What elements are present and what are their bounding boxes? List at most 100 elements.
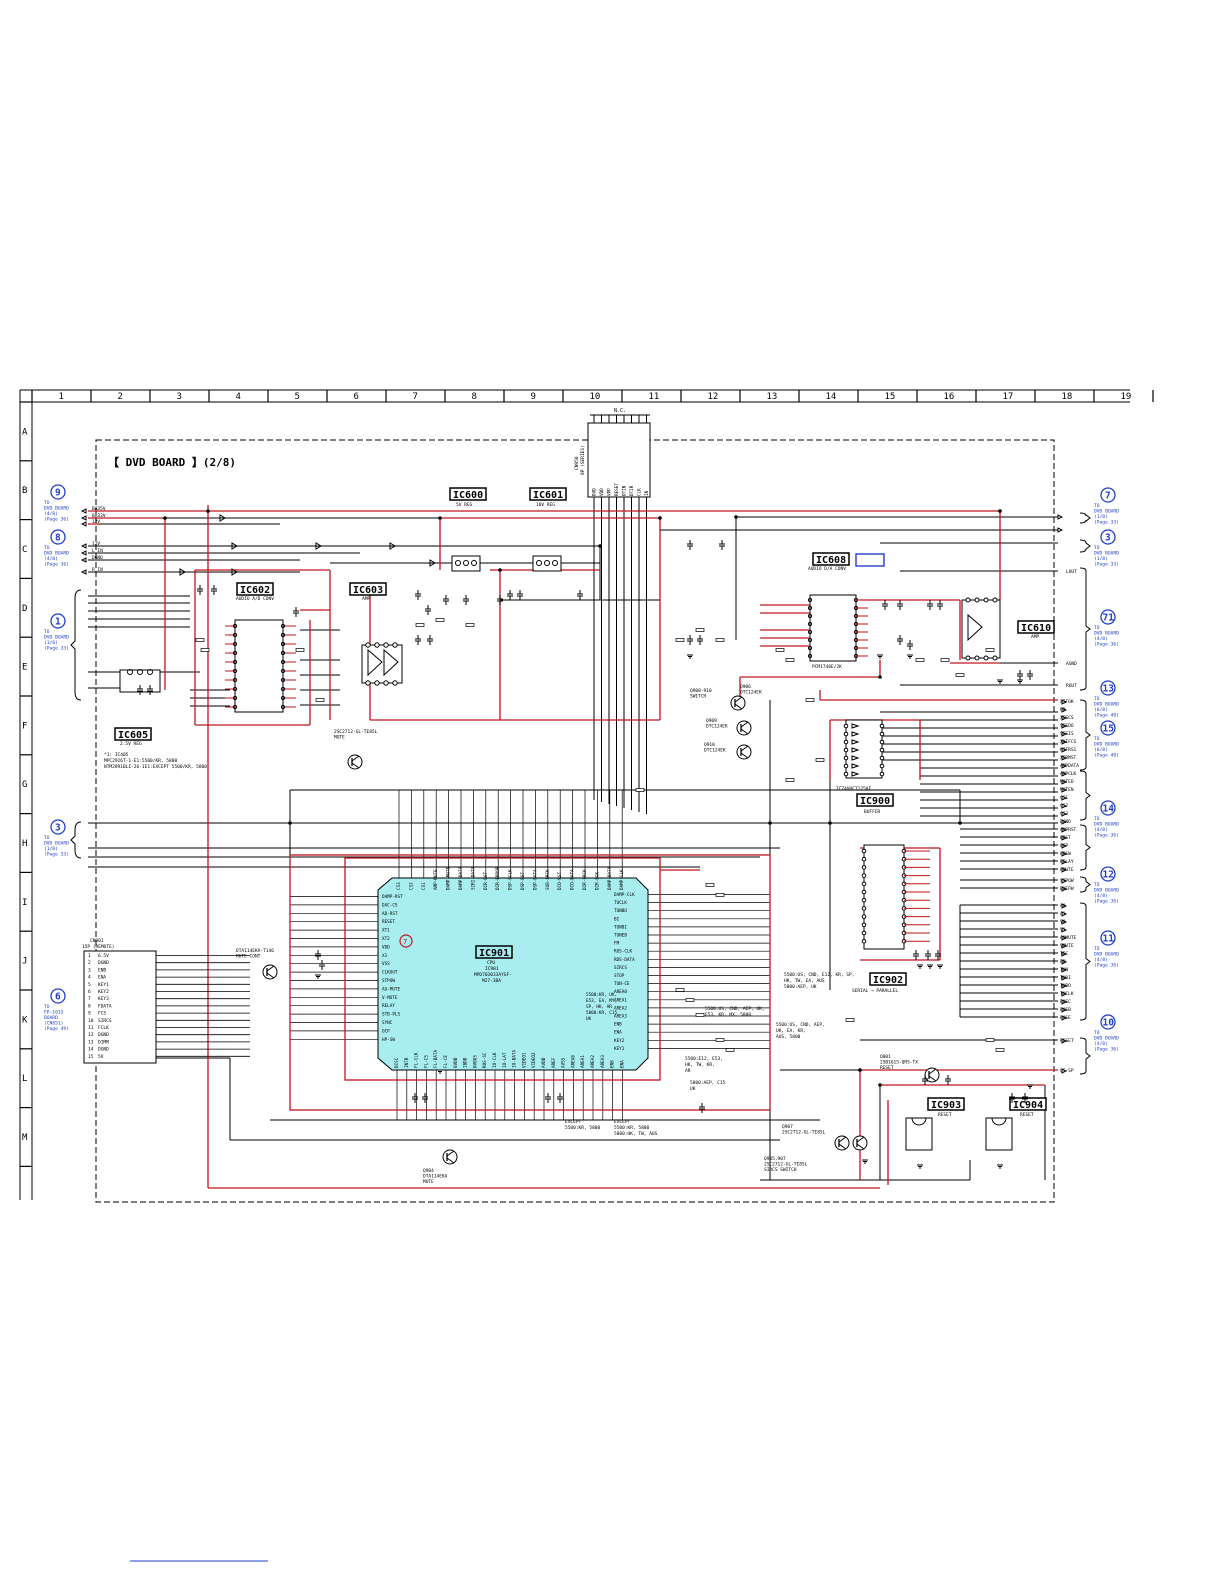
- left-signal-arrow: [80, 508, 87, 514]
- transistor-emitter: [928, 1075, 937, 1082]
- left-connector-line: (4/8): [44, 511, 58, 517]
- right-connector-line: DVD BOARD: [1094, 509, 1119, 515]
- cn901-pin-number: 1: [88, 953, 91, 959]
- right-connector-number: 11: [1103, 934, 1115, 945]
- ic902-pin: [861, 881, 867, 887]
- right-signal-label: FM: [1060, 959, 1066, 965]
- ic610-pin: [974, 655, 980, 661]
- transistor-label: MUTE: [334, 735, 345, 741]
- right-connector-line: TO: [1094, 1030, 1100, 1036]
- ic901-right-pin-label: RDS-DATA: [614, 957, 635, 963]
- cn950-pin-label: CLK: [637, 488, 643, 496]
- resistor: [715, 638, 725, 642]
- cn901-pin-name: 6.5V: [98, 953, 109, 959]
- brace: [1079, 824, 1091, 871]
- ic602-pin-dot: [280, 668, 286, 674]
- svg-text:5500:US, CND, AEP, UK,: 5500:US, CND, AEP, UK,: [705, 1006, 765, 1012]
- ic901-bottom-pin-label: FL-CS: [423, 1055, 429, 1068]
- right-connector-line: TO: [1094, 946, 1100, 952]
- right-signal-arrow: [1061, 731, 1068, 737]
- right-connector-circle: [1100, 487, 1116, 503]
- ic901-left-pin-label: DAC-CS: [382, 902, 398, 908]
- ic605-label: IC605: [118, 730, 148, 741]
- right-connector-number: 7: [1105, 491, 1111, 502]
- ic610-pin: [992, 597, 998, 603]
- right-connector-number: 10: [1103, 1018, 1115, 1029]
- row-label: E: [22, 663, 27, 673]
- ic602-pin-dot: [232, 632, 238, 638]
- transistor-label: SWITCH: [690, 694, 707, 700]
- cn901-pin-number: 14: [88, 1047, 94, 1053]
- ic602-pin-dot: [232, 704, 238, 710]
- ic902-pin: [861, 848, 867, 854]
- ic902-pin: [861, 856, 867, 862]
- resistor: [435, 618, 445, 622]
- transistor-label: Q906: [740, 684, 751, 690]
- ic901-left-pin-label: AU-MUTE: [382, 986, 401, 992]
- except-note-1: EXCEPT 5500:KR, 5800 5800:HK, TW, AUS: [614, 1119, 658, 1137]
- ic900-buffer-gate: [851, 755, 860, 761]
- transistor-emitter: [740, 752, 749, 759]
- transistor-collector: [266, 965, 275, 972]
- brace: [1079, 770, 1091, 821]
- right-signal-arrow: [1061, 859, 1068, 865]
- ic610-pin: [974, 597, 980, 603]
- ic602-pin-dot: [232, 650, 238, 656]
- transistor-label: DTA114EKA: [423, 1174, 448, 1180]
- left-connector-circle: [50, 819, 66, 835]
- right-connector-line: (4/8): [1094, 636, 1108, 642]
- right-connector-line: (4/8): [1094, 827, 1108, 833]
- ic901-left-pin-label: X1: [382, 953, 388, 959]
- cn950-pin-label: DVD: [592, 488, 598, 496]
- cn901-pin-number: 2: [88, 960, 91, 966]
- resistor: [195, 638, 205, 642]
- ic901-top-pin-label: DIR-LRCK: [582, 869, 588, 890]
- right-connector-line: (6/8): [1094, 747, 1108, 753]
- right-signal-arrow: [1061, 827, 1068, 833]
- right-signal-label: CS3: [1060, 811, 1068, 817]
- svg-text:UK, EA, KR,: UK, EA, KR,: [776, 1028, 806, 1034]
- junction-dot: [828, 821, 832, 825]
- ic901-bottom-pin-label: INTR: [404, 1057, 410, 1068]
- transistor-label: 2SC2712-GL-TE85L: [764, 1162, 808, 1168]
- cn901-pin-name: ENB: [98, 967, 106, 973]
- left-signal-label: L IN: [92, 548, 103, 554]
- ic600-desc: 5V REG: [456, 502, 473, 508]
- right-signal-label: XKIFCS: [1060, 739, 1077, 745]
- ic603-desc: AMP: [362, 596, 370, 602]
- col-label: 1: [59, 392, 64, 402]
- transistor-collector: [856, 1136, 865, 1143]
- board-title: 【 DVD BOARD 】(2/8): [108, 456, 236, 469]
- ic902-pin: [861, 865, 867, 870]
- ic603-pin: [392, 642, 398, 648]
- right-signal-arrow: [1061, 843, 1068, 849]
- svg-text:UK: UK: [586, 1016, 592, 1022]
- brace: [1079, 512, 1091, 524]
- ic603-pin: [365, 680, 371, 686]
- transistor-collector: [838, 1136, 847, 1143]
- right-signal-arrow: [1061, 747, 1068, 753]
- board-outline: [95, 439, 1055, 1203]
- right-connector-line: (Page 36): [1094, 833, 1119, 839]
- ic901-right-pin-label: FM: [614, 941, 620, 947]
- ic610-pin: [992, 655, 998, 661]
- ic901-bottom-pin-label: AREA0: [570, 1055, 576, 1068]
- transistor-emitter: [266, 972, 275, 979]
- cn901-pin-name: DGND: [98, 1032, 109, 1038]
- col-label: 8: [472, 392, 477, 402]
- brace: [1079, 699, 1091, 771]
- svg-text:5800:AEP, C15: 5800:AEP, C15: [690, 1080, 726, 1086]
- left-connector-line: TO: [44, 500, 50, 506]
- resistor: [785, 658, 795, 662]
- ic602-adc: IC602 AUDIO A/D CONV: [225, 582, 296, 713]
- ic602-pin-dot: [232, 695, 238, 701]
- cn901-pin-number: 5: [88, 982, 91, 988]
- resistor: [955, 673, 965, 677]
- ic900-buffer-gate: [851, 723, 860, 729]
- col-label: 7: [413, 392, 418, 402]
